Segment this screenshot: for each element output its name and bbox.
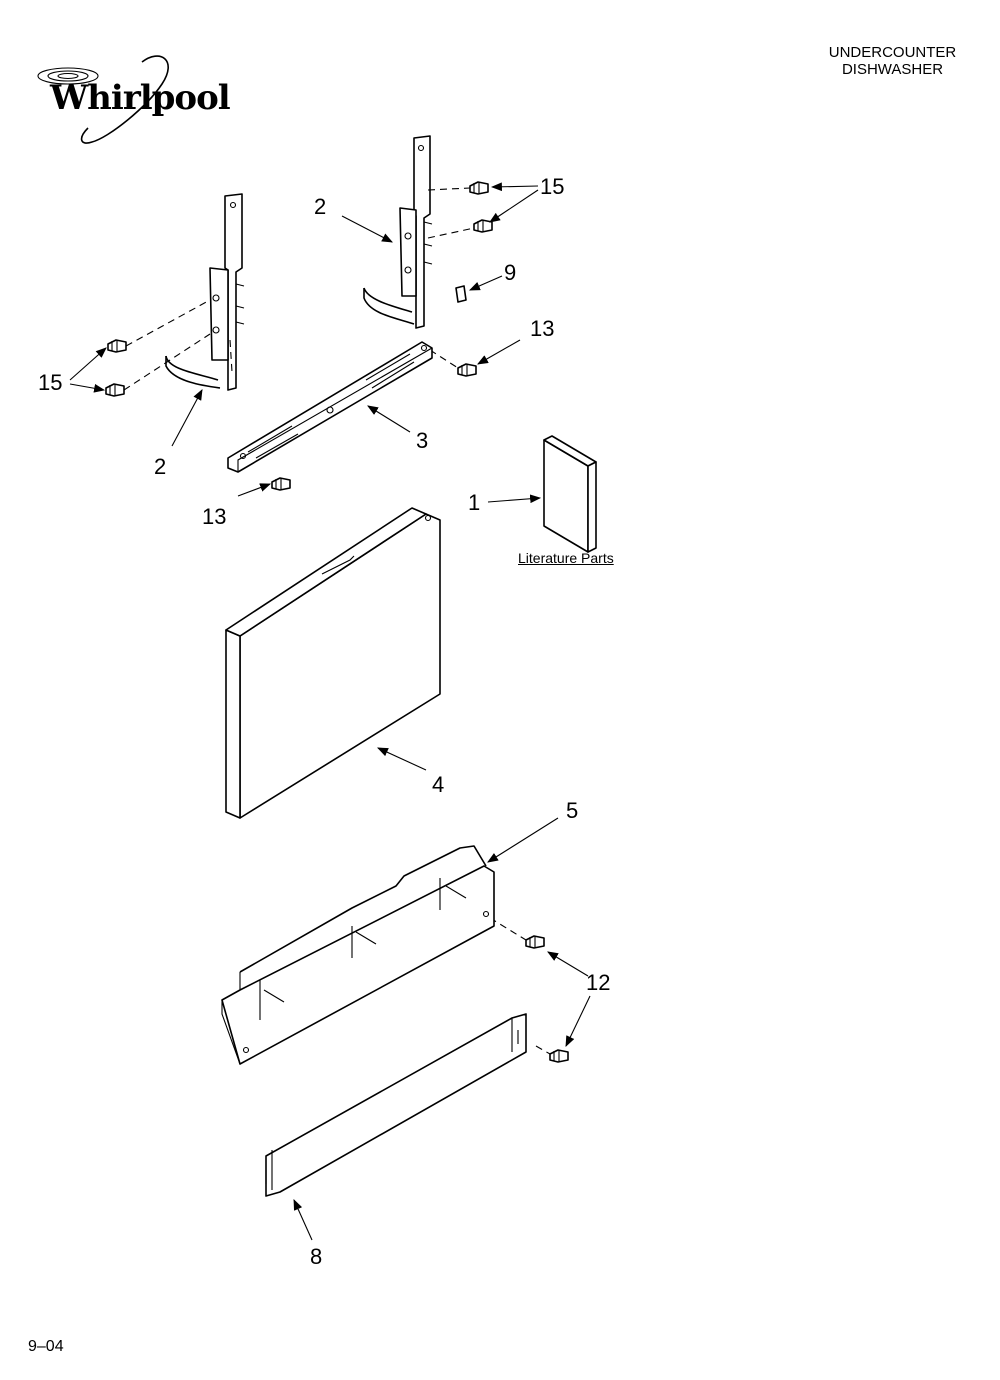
lower-panel-bracket <box>221 845 495 1065</box>
callout-8: 8 <box>310 1244 323 1269</box>
callout-13-right: 13 <box>530 316 555 341</box>
door-clip <box>455 285 467 303</box>
brand-logo-text: Whirlpool <box>50 78 231 118</box>
callout-2-left: 2 <box>154 454 167 479</box>
callout-1: 1 <box>468 490 481 515</box>
callout-4: 4 <box>432 772 445 797</box>
screw-15-upper-right <box>469 181 489 195</box>
callout-3: 3 <box>416 428 429 453</box>
whirlpool-swirl-logo <box>37 55 169 144</box>
assembly-lines <box>123 187 551 1055</box>
screw-13-left <box>271 477 291 491</box>
product-title: UNDERCOUNTER DISHWASHER <box>810 44 975 78</box>
callout-15-right: 15 <box>540 174 565 199</box>
leader-arrows <box>69 182 591 1241</box>
hinge-screws <box>105 181 569 1063</box>
screw-15-lower-right <box>473 219 493 233</box>
literature-parts-label: Literature Parts <box>518 550 614 566</box>
toe-panel <box>265 1013 527 1197</box>
screw-15-lower-left <box>105 383 125 397</box>
callout-9: 9 <box>504 260 517 285</box>
screw-15-upper-left <box>107 339 127 353</box>
product-title-line1: UNDERCOUNTER <box>828 44 957 61</box>
screw-12-lower <box>549 1049 569 1063</box>
callout-15-left: 15 <box>38 370 63 395</box>
left-door-hinge <box>165 193 245 391</box>
product-title-line2: DISHWASHER <box>841 61 944 78</box>
screw-12-upper <box>525 935 545 949</box>
literature-parts-book <box>543 435 597 553</box>
callout-12: 12 <box>586 970 611 995</box>
revision-code: 9–04 <box>28 1338 64 1355</box>
callout-2-right: 2 <box>314 194 327 219</box>
callout-5: 5 <box>566 798 579 823</box>
right-door-hinge <box>363 135 433 329</box>
hinge-support-bar <box>227 341 433 473</box>
outer-door-panel <box>225 507 441 819</box>
callout-13-left: 13 <box>202 504 227 529</box>
screw-13-right <box>457 363 477 377</box>
